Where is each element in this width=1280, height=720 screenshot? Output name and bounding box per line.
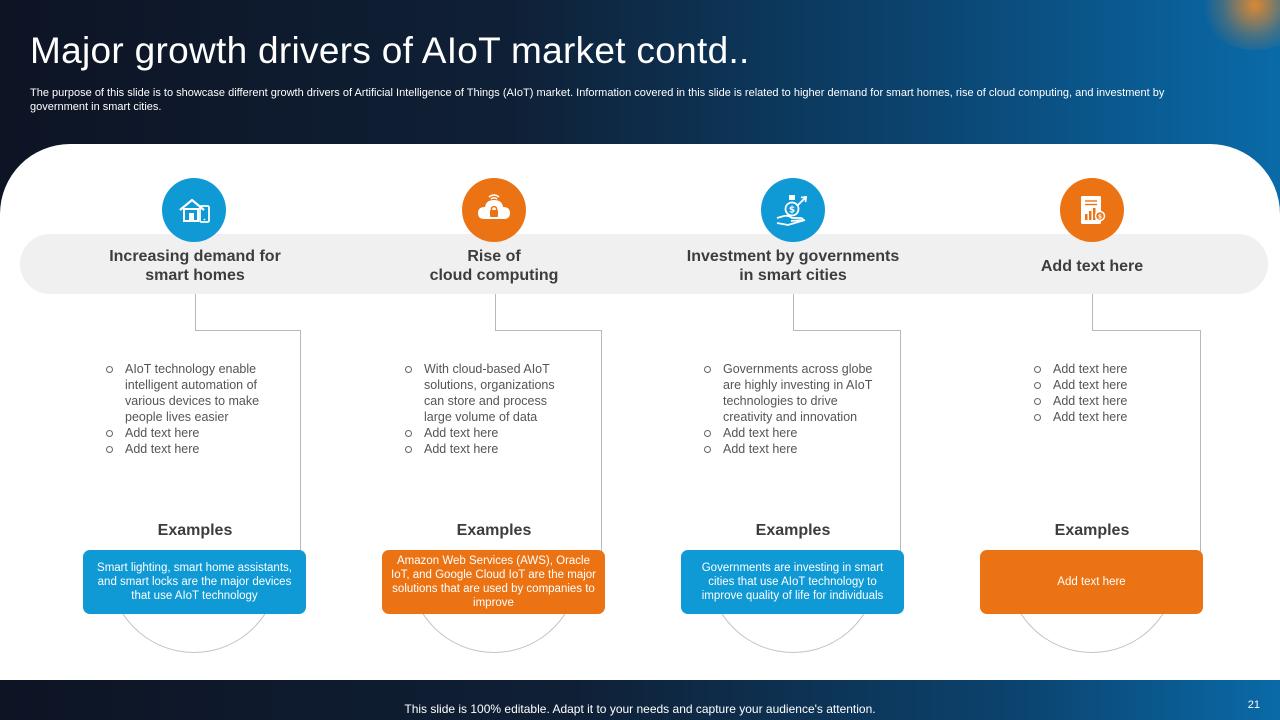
- svg-text:$: $: [789, 206, 795, 216]
- heading-band: [20, 234, 1268, 294]
- examples-label: Examples: [157, 522, 233, 539]
- report-document-icon: $: [1060, 178, 1124, 242]
- list-item: AIoT technology enable intelligent autom…: [106, 361, 276, 425]
- bullet-list: AIoT technology enable intelligent autom…: [106, 361, 276, 457]
- slide-subtitle: The purpose of this slide is to showcase…: [30, 87, 1165, 113]
- list-item: Add text here: [405, 441, 575, 457]
- list-item: Add text here: [405, 425, 575, 441]
- list-item: Add text here: [1034, 409, 1174, 425]
- connector-line: [601, 330, 602, 552]
- smart-home-icon: [162, 178, 226, 242]
- bullet-list: With cloud-based AIoT solutions, organiz…: [405, 361, 575, 457]
- list-item: With cloud-based AIoT solutions, organiz…: [405, 361, 575, 425]
- example-box: Add text here: [980, 550, 1203, 614]
- connector-line: [1092, 330, 1201, 331]
- page-number: 21: [1247, 699, 1260, 711]
- connector-line: [195, 294, 196, 330]
- bullet-list: Add text here Add text here Add text her…: [1034, 361, 1174, 425]
- bullet-list: Governments across globe are highly inve…: [704, 361, 876, 457]
- list-item: Add text here: [704, 441, 876, 457]
- list-item: Add text here: [106, 441, 276, 457]
- driver-heading: Add text here: [1040, 257, 1144, 275]
- example-box: Smart lighting, smart home assistants, a…: [83, 550, 306, 614]
- list-item: Add text here: [1034, 393, 1174, 409]
- slide-title: Major growth drivers of AIoT market cont…: [30, 30, 750, 71]
- footer-bar: This slide is 100% editable. Adapt it to…: [0, 680, 1280, 720]
- svg-text:$: $: [1098, 214, 1102, 221]
- corner-glow: [1200, 0, 1280, 50]
- connector-line: [195, 330, 301, 331]
- example-box: Amazon Web Services (AWS), Oracle IoT, a…: [382, 550, 605, 614]
- examples-label: Examples: [755, 522, 831, 539]
- connector-line: [793, 294, 794, 330]
- connector-line: [900, 330, 901, 552]
- connector-line: [300, 330, 301, 552]
- list-item: Add text here: [106, 425, 276, 441]
- investment-hand-icon: $: [761, 178, 825, 242]
- list-item: Governments across globe are highly inve…: [704, 361, 876, 425]
- connector-line: [1092, 294, 1093, 330]
- list-item: Add text here: [704, 425, 876, 441]
- examples-label: Examples: [1054, 522, 1130, 539]
- list-item: Add text here: [1034, 361, 1174, 377]
- cloud-security-icon: [462, 178, 526, 242]
- connector-line: [793, 330, 901, 331]
- connector-line: [495, 330, 602, 331]
- examples-label: Examples: [456, 522, 532, 539]
- connector-line: [1200, 330, 1201, 552]
- example-box: Governments are investing in smart citie…: [681, 550, 904, 614]
- list-item: Add text here: [1034, 377, 1174, 393]
- footer-text: This slide is 100% editable. Adapt it to…: [404, 702, 876, 716]
- connector-line: [495, 294, 496, 330]
